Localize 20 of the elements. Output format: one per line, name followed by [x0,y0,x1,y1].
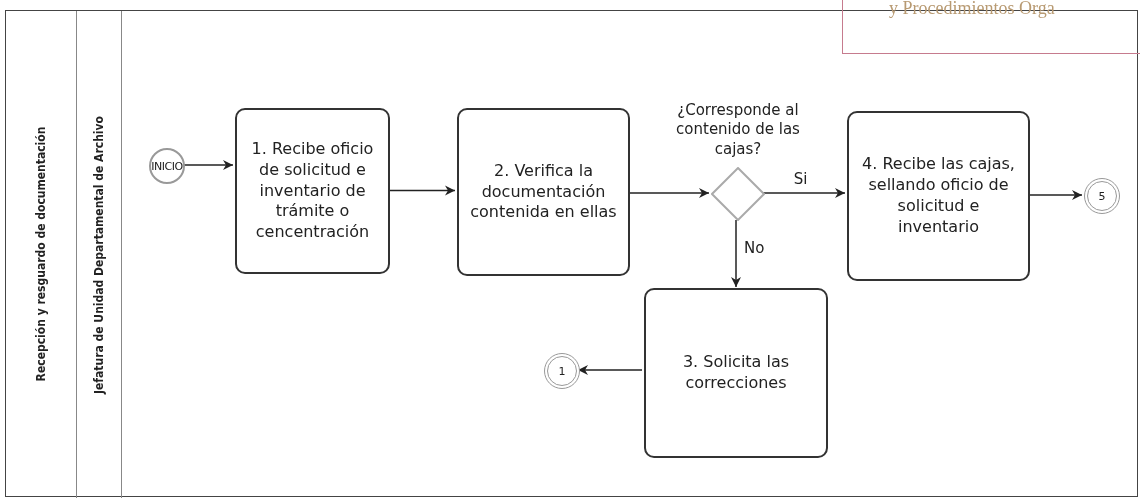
arrow [762,188,846,198]
event-label: 5 [1098,189,1106,203]
lane-label: Jefatura de Unidad Departamental de Archivo [92,115,106,394]
link-event [544,353,580,389]
link-event [1084,178,1120,214]
process-box [235,108,390,274]
pool-label: Recepción y resguardo de documentación [34,126,48,381]
process-text: 2. Verifica la documentación contenida en ellas [469,160,618,224]
decision-question: ¿Corresponde al contenido de las cajas? [675,100,801,159]
process-box [457,108,630,276]
start-event [149,148,185,184]
process-text: 4. Recibe las cajas, sellando oficio de solicitud e inventario [861,154,1016,238]
event-label: INICIO [151,159,183,173]
arrow [731,219,741,288]
edge-label: No [742,239,767,256]
process-text: 3. Solicita las correcciones [681,352,791,394]
event-label: 1 [558,364,566,378]
process-box [644,288,828,458]
process-text: 1. Recibe oficio de solicitud e inventario de trámite o cencentración [250,139,375,243]
process-box [847,111,1030,281]
